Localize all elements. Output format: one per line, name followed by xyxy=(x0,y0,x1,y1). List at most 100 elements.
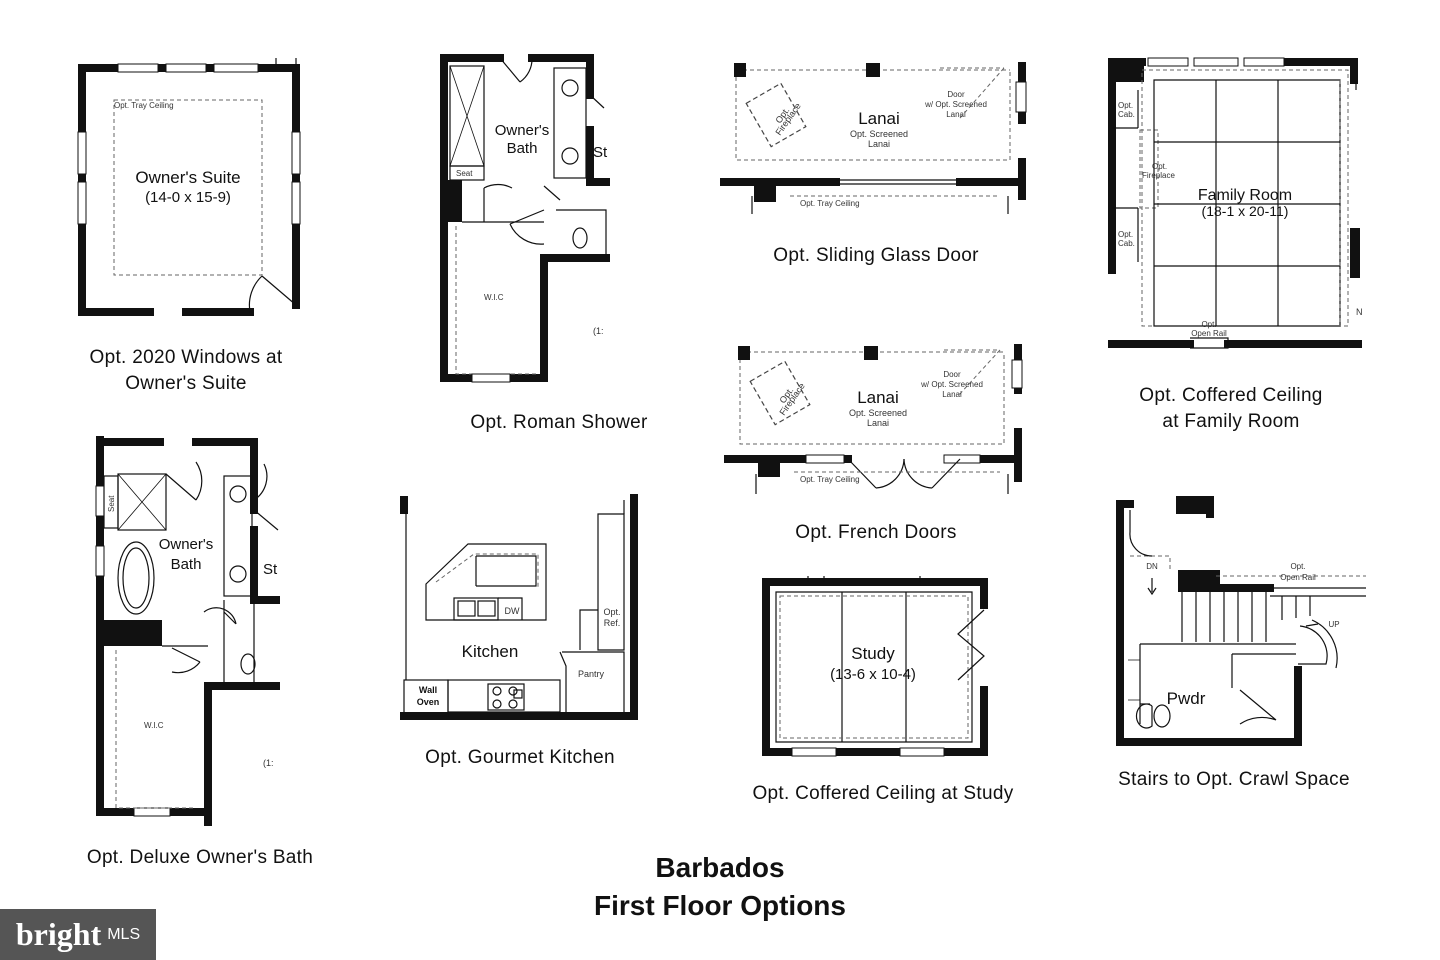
plan-roman-shower: Seat Owner's Bath St W.I.C (1: Opt. Roma… xyxy=(440,54,648,433)
wic-label: W.I.C xyxy=(484,293,504,302)
plan-caption: Opt. 2020 Windows at xyxy=(90,347,283,368)
plan-french-doors: Opt. Fireplace Lanai Opt. Screened Lanai… xyxy=(724,344,1023,543)
stair-direction: DN xyxy=(1146,562,1158,571)
appliance-label: Ref. xyxy=(604,618,621,628)
rail-label: Opt. xyxy=(1290,562,1305,571)
room-name: Bath xyxy=(507,140,538,157)
plan-caption: Opt. Coffered Ceiling xyxy=(1139,385,1322,406)
logo-suffix: MLS xyxy=(107,925,141,943)
window xyxy=(1147,57,1189,67)
rail-label: Open Rail xyxy=(1191,329,1227,338)
sheet-title: Barbados xyxy=(655,852,784,883)
appliance-label: Wall xyxy=(419,685,437,695)
ceiling-label: Opt. Tray Ceiling xyxy=(800,475,860,484)
room-name: Kitchen xyxy=(462,642,519,661)
room-name: Lanai xyxy=(857,388,899,407)
room-sublabel: Lanai xyxy=(867,418,889,428)
window xyxy=(943,454,981,464)
window xyxy=(899,747,945,757)
window xyxy=(1011,359,1023,389)
window xyxy=(1193,57,1239,67)
plan-caption: Opt. Gourmet Kitchen xyxy=(425,747,615,768)
room-name: Lanai xyxy=(858,109,900,128)
plan-sliding-glass-door: Opt. Fireplace Lanai Opt. Screened Lanai… xyxy=(720,62,1027,266)
door-label: Lanai xyxy=(942,390,962,399)
plan-caption: Opt. Coffered Ceiling at Study xyxy=(752,783,1013,804)
room-sublabel: Opt. Screened xyxy=(849,408,907,418)
room-cut-label: St xyxy=(593,144,608,161)
plan-caption: Stairs to Opt. Crawl Space xyxy=(1118,769,1350,790)
door-label: Lanai xyxy=(946,110,966,119)
cabinet-label: Opt. xyxy=(1118,230,1133,239)
stair-direction: UP xyxy=(1328,620,1339,629)
room-cut-label: St xyxy=(263,561,278,578)
window xyxy=(291,181,301,225)
pantry-label: Pantry xyxy=(578,669,605,679)
plan-caption: Owner's Suite xyxy=(125,373,247,394)
room-dimensions: (14-0 x 15-9) xyxy=(145,189,231,206)
plan-caption: Opt. Deluxe Owner's Bath xyxy=(87,847,313,868)
door-label: Door xyxy=(947,90,965,99)
cabinet-label: Cab. xyxy=(1118,110,1135,119)
room-name: Bath xyxy=(171,556,202,573)
plan-caption: Opt. French Doors xyxy=(795,522,956,543)
cabinet-label: Cab. xyxy=(1118,239,1135,248)
ceiling-label: Opt. Tray Ceiling xyxy=(800,199,860,208)
rail-label: Open Rail xyxy=(1280,573,1316,582)
room-name: Owner's xyxy=(159,536,214,553)
window xyxy=(165,63,207,73)
room-sublabel: Opt. Screened xyxy=(850,129,908,139)
window xyxy=(95,545,105,577)
plan-caption: at Family Room xyxy=(1162,411,1299,432)
window xyxy=(133,807,171,817)
appliance-label: Oven xyxy=(417,697,440,707)
appliance-label: Opt. xyxy=(603,607,620,617)
room-cut-label: N xyxy=(1356,307,1363,317)
fireplace-label: Opt. xyxy=(1152,162,1167,171)
plan-caption: Opt. Sliding Glass Door xyxy=(773,245,979,266)
plan-owners-suite: Opt. Tray Ceiling Owner's Suite (14-0 x … xyxy=(77,58,301,394)
fireplace-label: Fireplace xyxy=(1142,171,1175,180)
window xyxy=(471,373,511,383)
room-name: Family Room xyxy=(1198,187,1292,204)
ceiling-label: Opt. Tray Ceiling xyxy=(114,101,174,110)
door-label: w/ Opt. Screened xyxy=(920,380,983,389)
window xyxy=(1243,57,1285,67)
dimension-cut: (1: xyxy=(593,326,604,336)
plan-stairs: DN UP Opt. Open Rail Pwdr Stairs to Opt.… xyxy=(1116,496,1366,790)
seat-label: Seat xyxy=(456,169,473,178)
cabinet-label: Opt. xyxy=(1118,101,1133,110)
bright-mls-logo: bright MLS xyxy=(0,909,156,960)
room-sublabel: Lanai xyxy=(868,139,890,149)
room-name: Study xyxy=(851,644,895,663)
door-label: Door xyxy=(943,370,961,379)
window xyxy=(805,454,845,464)
room-dimensions: (18-1 x 20-11) xyxy=(1202,203,1289,219)
plan-deluxe-owners-bath: Seat Owner's Bath St W.I.C (1: Opt. Delu… xyxy=(87,436,313,868)
window xyxy=(77,181,87,225)
appliance-label: DW xyxy=(505,606,520,616)
wic-label: W.I.C xyxy=(144,721,164,730)
window xyxy=(1015,81,1027,113)
seat-label: Seat xyxy=(107,495,116,512)
sheet-subtitle: First Floor Options xyxy=(594,890,846,921)
room-name: Owner's Suite xyxy=(135,168,240,187)
plan-caption: Opt. Roman Shower xyxy=(470,412,648,433)
rail-label: Opt. xyxy=(1201,320,1216,329)
room-dimensions: (13-6 x 10-4) xyxy=(830,666,916,683)
room-name: Owner's xyxy=(495,122,550,139)
window xyxy=(291,131,301,175)
window xyxy=(791,747,837,757)
plan-gourmet-kitchen: DW Opt. Ref. Pantry Wall Oven Kitchen Op… xyxy=(400,494,638,768)
room-name: Pwdr xyxy=(1167,689,1206,708)
window xyxy=(213,63,259,73)
dimension-cut: (1: xyxy=(263,758,274,768)
plan-study: Study (13-6 x 10-4) Opt. Coffered Ceilin… xyxy=(752,576,1013,804)
plan-family-room: Opt. Cab. Opt. Cab. Opt. Fireplace Famil… xyxy=(1108,57,1363,432)
logo-brand: bright xyxy=(15,916,102,952)
window xyxy=(117,63,159,73)
window xyxy=(77,131,87,175)
window xyxy=(95,485,105,517)
door-label: w/ Opt. Screened xyxy=(924,100,987,109)
